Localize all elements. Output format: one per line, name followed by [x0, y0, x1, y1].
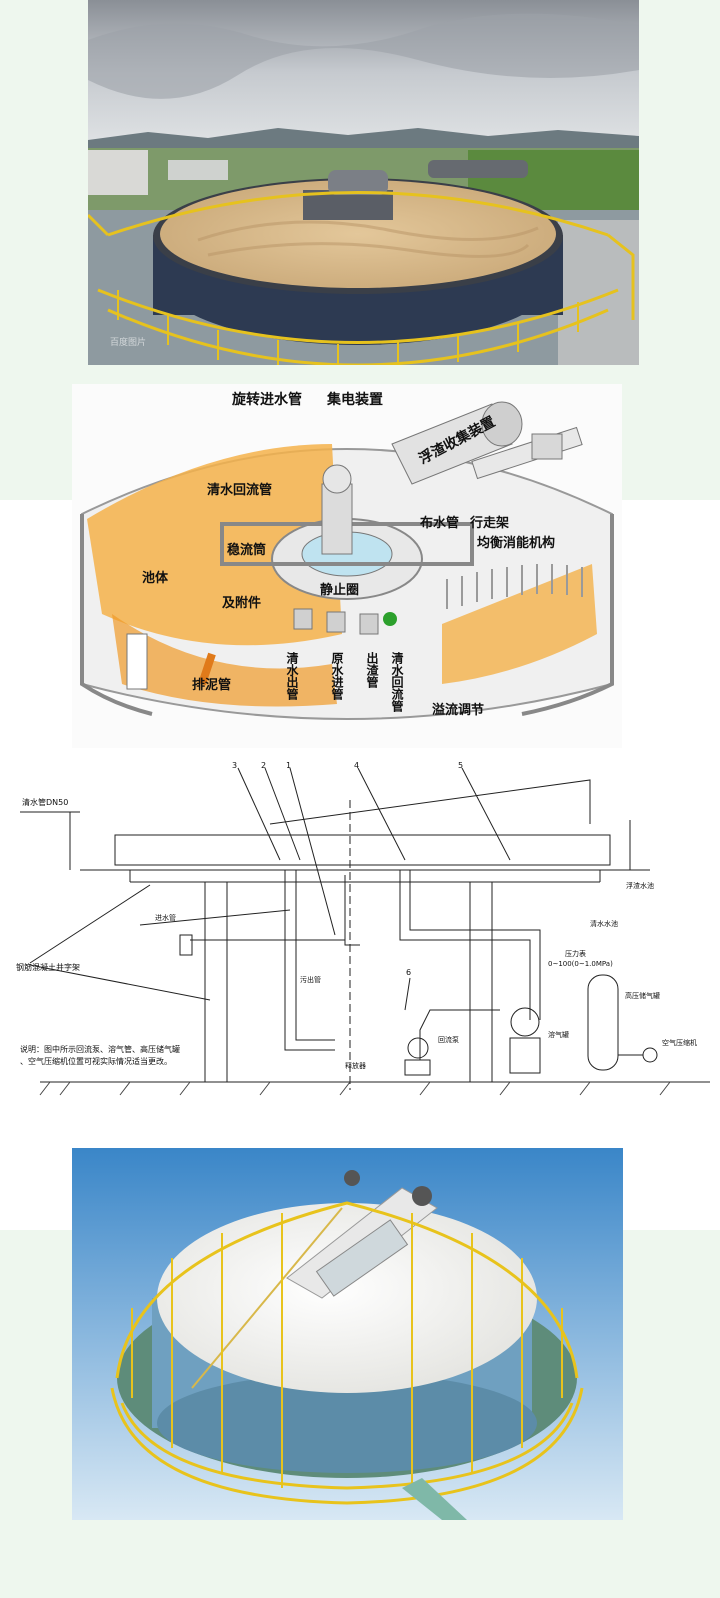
- label-clean-water: 清水水池: [590, 919, 618, 928]
- label-scum-outlet: 出渣管: [365, 651, 379, 689]
- label-inlet-pipe: 进水管: [155, 913, 176, 922]
- label-raw-water-inlet: 原水进管: [330, 652, 344, 701]
- label-pressure-range: 0~100(0~1.0MPa): [548, 960, 613, 968]
- drawing-schematic-lines: 3 2 1 4 5 6 清水管DN50 钢筋混凝土井字架 污出管 进水管 回流泵…: [16, 761, 710, 1096]
- photo-model-illustration: [72, 1148, 623, 1520]
- diagram-flotation-structure: 旋转进水管 集电装置 浮渣收集装置 清水回流管 布水管 行走架 均衡消能机构 池…: [72, 384, 622, 748]
- label-collector-device: 集电装置: [326, 391, 383, 408]
- label-clear-water-outlet: 清水出管: [285, 651, 299, 701]
- label-scum-water: 浮渣水池: [626, 881, 654, 890]
- drawing-flotation-schematic: 3 2 1 4 5 6 清水管DN50 钢筋混凝土井字架 污出管 进水管 回流泵…: [0, 760, 720, 1110]
- label-energy-dissipator: 均衡消能机构: [477, 535, 555, 551]
- callout-6: 6: [406, 968, 411, 977]
- label-clear-water-dn50: 清水管DN50: [22, 797, 68, 807]
- label-clear-water-return-vertical: 清水回流管: [390, 651, 404, 713]
- label-air-compressor: 空气压缩机: [662, 1038, 697, 1047]
- label-walking-frame: 行走架: [469, 515, 509, 531]
- label-sludge-pipe: 排泥管: [192, 677, 231, 693]
- label-overflow-adjust: 溢流调节: [432, 702, 484, 718]
- label-tank-body: 池体: [142, 570, 169, 586]
- callout-5: 5: [458, 761, 463, 770]
- photo-site-illustration: 百度图片: [88, 0, 639, 365]
- label-accessories: 及附件: [222, 595, 261, 611]
- label-water-distribution-pipe: 布水管: [420, 515, 459, 531]
- watermark-text: 百度图片: [110, 336, 146, 348]
- label-clear-water-return: 清水回流管: [207, 482, 272, 498]
- label-outlet-pipe: 污出管: [300, 975, 321, 984]
- note-line-1: 说明：图中所示回流泵、溶气管、高压储气罐: [20, 1044, 180, 1054]
- note-line-2: 、空气压缩机位置可视实际情况适当更改。: [20, 1056, 172, 1066]
- callout-4: 4: [354, 761, 359, 770]
- label-steel-concrete: 钢筋混凝土井字架: [16, 962, 80, 972]
- label-return-pump: 回流泵: [438, 1035, 459, 1044]
- callout-3: 3: [232, 761, 237, 770]
- label-rotating-inlet-pipe: 旋转进水管: [231, 391, 302, 408]
- label-dissolved-air: 溶气罐: [548, 1030, 569, 1039]
- photo-flotation-tank-site: 百度图片: [88, 0, 639, 365]
- label-still-ring: 静止圈: [320, 582, 359, 598]
- label-stabilizer: 稳流筒: [227, 542, 266, 558]
- diagram-structure-illustration: 旋转进水管 集电装置 浮渣收集装置 清水回流管 布水管 行走架 均衡消能机构 池…: [80, 391, 614, 720]
- callout-1: 1: [286, 761, 291, 770]
- label-air-tank: 高压储气罐: [625, 991, 660, 1000]
- callout-2: 2: [261, 761, 266, 770]
- label-release-valve: 释放器: [345, 1061, 366, 1070]
- label-pressure-gauge: 压力表: [565, 949, 586, 958]
- photo-flotation-tank-model: [72, 1148, 623, 1520]
